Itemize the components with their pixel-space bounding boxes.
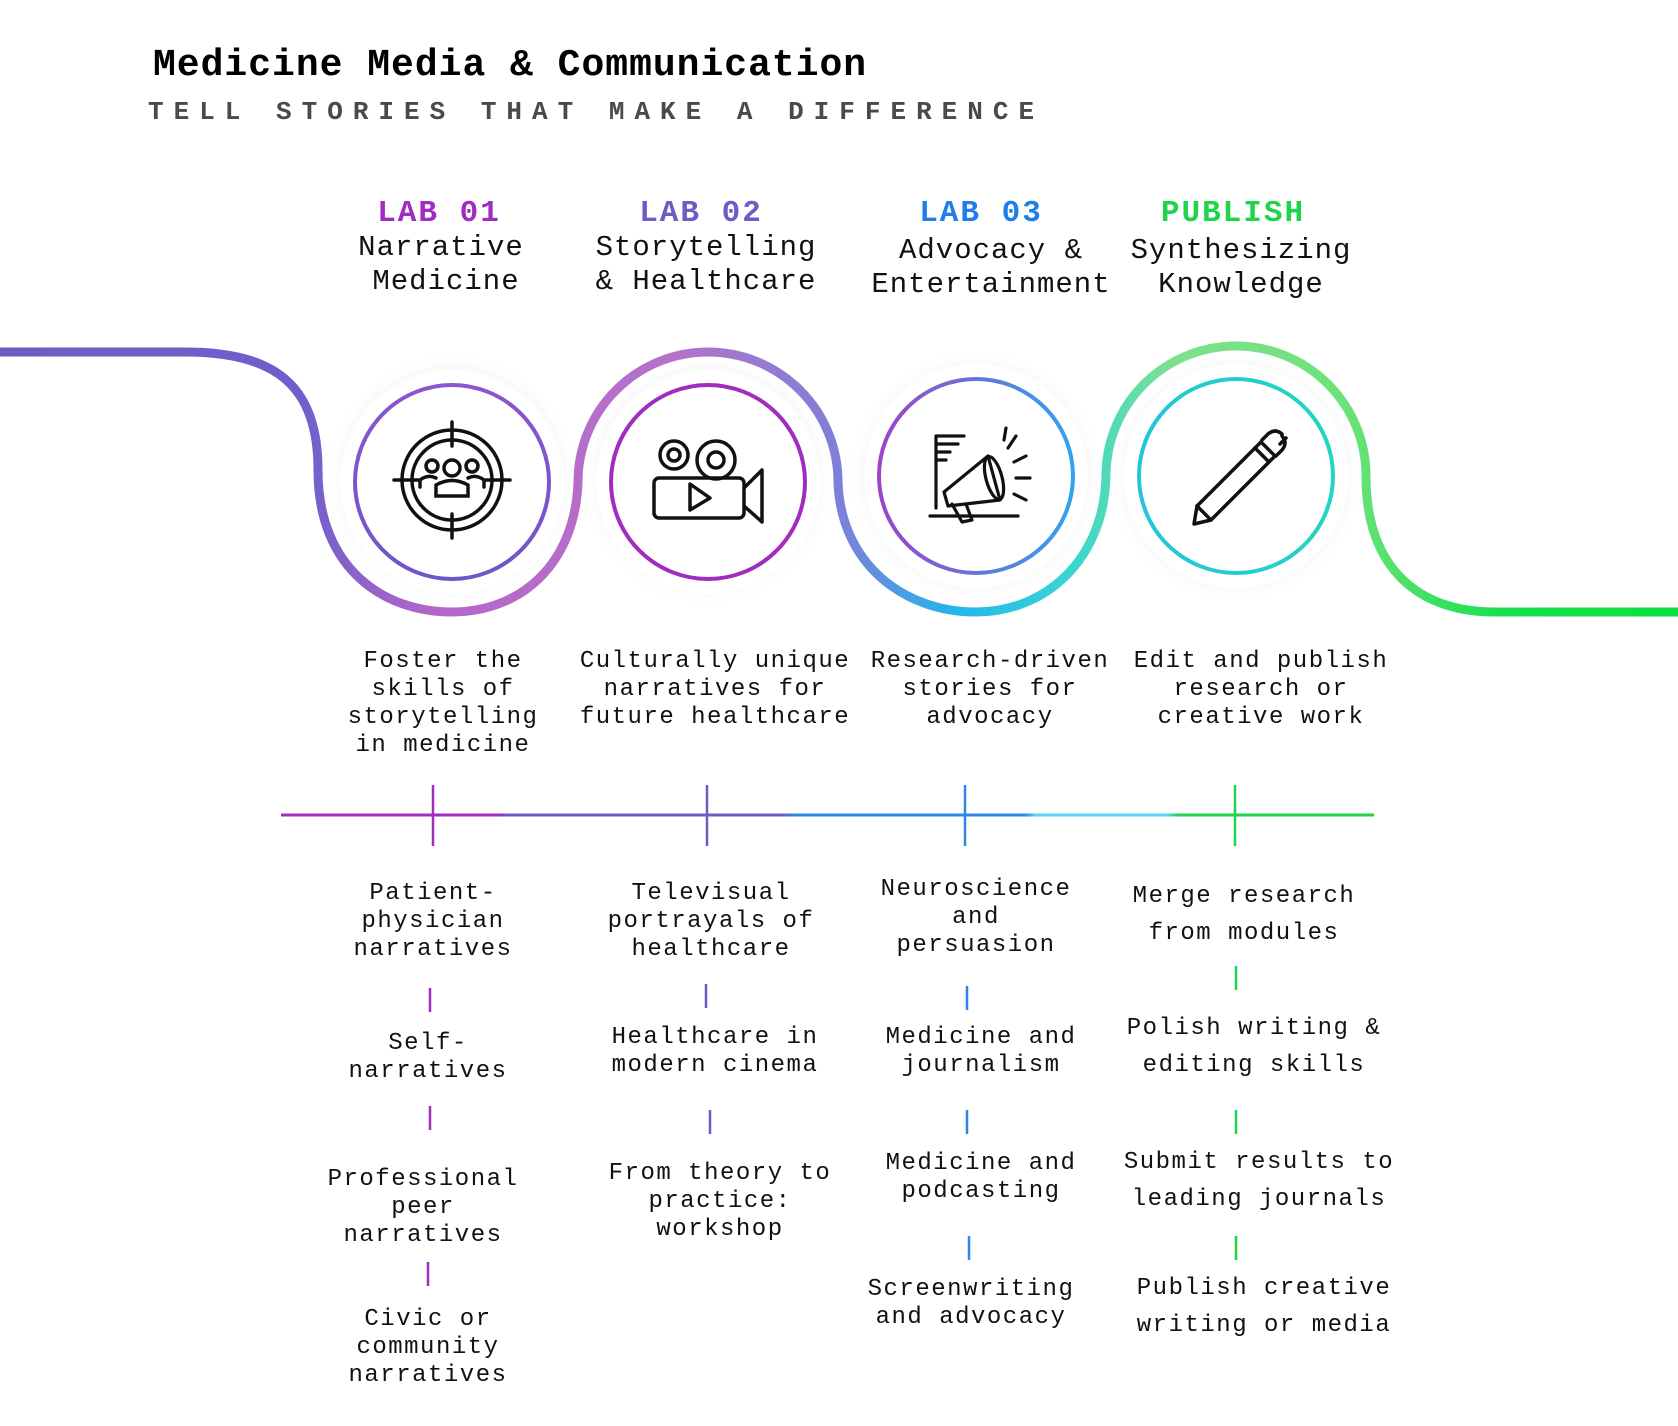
topic-item: Publish creative writing or media [1136, 1275, 1392, 1339]
stage-heading-lab-03: LAB 03 Advocacy & Entertainment [866, 197, 1116, 302]
topic-connectors-lab-02 [704, 984, 712, 1134]
video-camera-icon [652, 439, 764, 524]
stage-title-line: Synthesizing [1130, 234, 1352, 267]
stage-title-line: Knowledge [1158, 268, 1324, 301]
audience-target-icon [392, 420, 512, 540]
topic-item: Self-narratives [348, 1030, 508, 1085]
stage-tag: PUBLISH [1160, 196, 1306, 231]
stage-tag: LAB 02 [639, 196, 763, 231]
ring-publish [1137, 377, 1335, 575]
stage-summary-lab-02: Culturally unique narratives for future … [579, 648, 851, 731]
topic-item: Screenwriting and advocacy [867, 1276, 1075, 1331]
stage-summary-publish: Edit and publish research or creative wo… [1133, 648, 1389, 731]
ring-lab-02 [609, 383, 807, 581]
stage-summary-lab-01: Foster the skills of storytelling in med… [347, 648, 539, 759]
topic-item: Civic or community narratives [348, 1306, 508, 1389]
topic-item: Medicine and podcasting [885, 1150, 1077, 1205]
stage-title-line: Entertainment [871, 268, 1111, 301]
stage-heading-lab-02: LAB 02 Storytelling & Healthcare [586, 197, 826, 299]
topic-item: Professional peer narratives [327, 1166, 519, 1249]
page-title: Medicine Media & Communication [153, 44, 868, 87]
topic-item: Merge research from modules [1132, 883, 1356, 947]
stage-title-line: & Healthcare [595, 265, 817, 298]
stage-title-line: Narrative [358, 231, 524, 264]
circle-plate-2 [596, 370, 820, 594]
megaphone-icon [928, 426, 1032, 524]
topic-item: Neuroscience and persuasion [880, 876, 1072, 959]
stage-summary-lab-03: Research-driven stories for advocacy [870, 648, 1110, 731]
page-subtitle: TELL STORIES THAT MAKE A DIFFERENCE [148, 97, 1045, 127]
stage-tag: LAB 03 [919, 196, 1043, 231]
topic-item: Submit results to leading journals [1123, 1149, 1395, 1213]
ring-lab-01 [353, 383, 551, 581]
pen-icon [1192, 429, 1288, 526]
topic-item: Televisual portrayals of healthcare [607, 880, 815, 963]
stage-tag: LAB 01 [377, 196, 501, 231]
stage-title-line: Medicine [372, 265, 520, 298]
topic-connectors-lab-01 [426, 988, 432, 1286]
stage-title-line: Advocacy & [898, 234, 1084, 267]
topic-item: Medicine and journalism [885, 1024, 1077, 1079]
stage-title-line: Storytelling [595, 231, 817, 264]
winding-pathway [0, 341, 1678, 617]
topic-item: Healthcare in modern cinema [611, 1024, 819, 1079]
stage-heading-lab-01: LAB 01 Narrative Medicine [346, 197, 546, 299]
topic-item: Patient-physician narratives [353, 880, 513, 963]
stage-heading-publish: PUBLISH Synthesizing Knowledge [1116, 197, 1366, 302]
topic-item: From theory to practice: workshop [608, 1160, 832, 1243]
ring-lab-03 [877, 377, 1075, 575]
topic-connectors-lab-03 [965, 986, 971, 1260]
circle-plate-3 [864, 364, 1088, 588]
circle-plate-4 [1124, 364, 1348, 588]
topic-item: Polish writing & editing skills [1126, 1015, 1382, 1079]
